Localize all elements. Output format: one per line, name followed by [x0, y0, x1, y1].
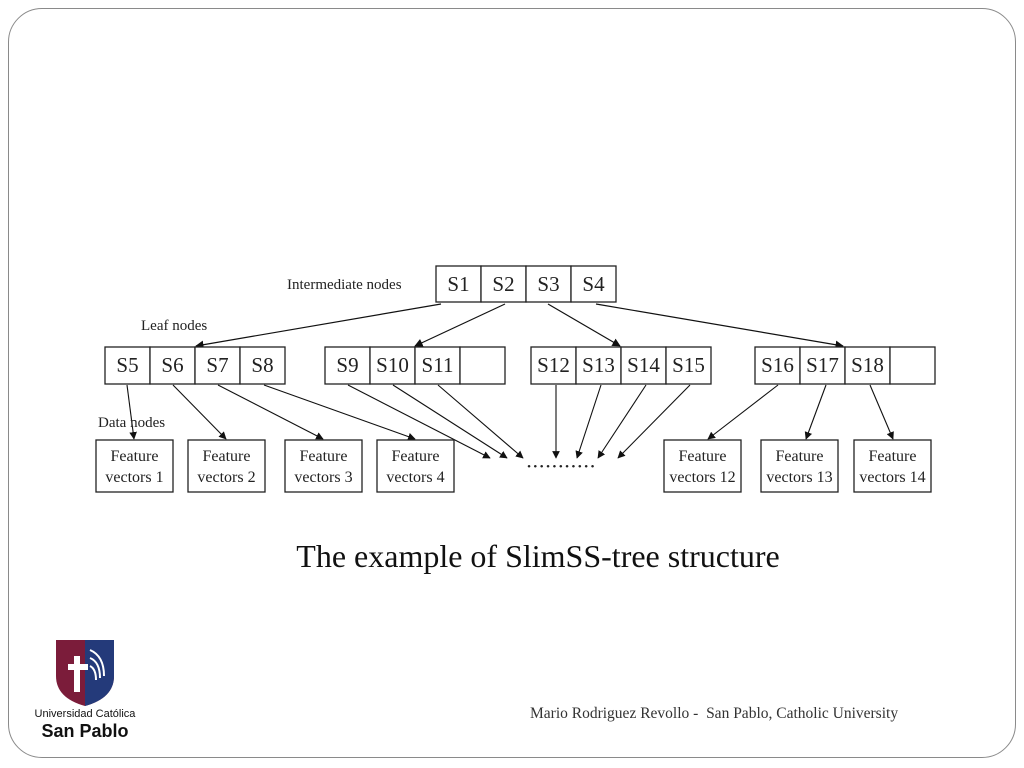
edge-intermediate-to-leaf — [414, 303, 506, 347]
leaf-cell — [754, 346, 801, 385]
data-node-box — [760, 439, 839, 493]
leaf-cell-label-s14: S14 — [627, 353, 660, 377]
data-node-label-vectors-2: vectors 2 — [197, 469, 255, 486]
data-node-label-vectors-12: vectors 12 — [669, 469, 735, 486]
data-node-label-vectors-3: vectors 3 — [294, 469, 352, 486]
data-node-label-feature: Feature — [776, 448, 824, 465]
data-node-label-vectors-1: vectors 1 — [105, 469, 163, 486]
edge-intermediate-to-leaf — [595, 303, 844, 349]
data-node-box — [853, 439, 932, 493]
data-node-label-feature: Feature — [869, 448, 917, 465]
data-node-label-vectors-13: vectors 13 — [766, 469, 832, 486]
edge-leaf-to-data — [597, 384, 647, 459]
intermediate-cell — [435, 265, 482, 303]
leaf-cell-label-s8: S8 — [251, 353, 273, 377]
data-node-box — [284, 439, 363, 493]
edge-leaf-to-data — [347, 384, 491, 459]
edge-leaf-to-data — [804, 384, 827, 440]
university-logo: Universidad Católica San Pablo — [30, 636, 140, 746]
intermediate-cell-label-s1: S1 — [447, 272, 469, 296]
leaf-cell — [104, 346, 151, 385]
leaf-cell-label-s17: S17 — [806, 353, 839, 377]
leaf-cell — [665, 346, 712, 385]
edge-leaf-to-data — [263, 384, 416, 441]
edge-leaf-to-data — [172, 384, 227, 440]
edge-leaf-to-data — [575, 384, 602, 459]
intermediate-cell — [525, 265, 572, 303]
leaf-cell — [799, 346, 846, 385]
intermediate-cell-label-s4: S4 — [582, 272, 605, 296]
edge-intermediate-to-leaf — [195, 303, 442, 349]
leaf-cell-label-s18: S18 — [851, 353, 884, 377]
leaf-cell — [530, 346, 577, 385]
leaf-cell-label-s10: S10 — [376, 353, 409, 377]
data-node-box — [663, 439, 742, 493]
data-node-label-vectors-14: vectors 14 — [859, 469, 925, 486]
data-node-label-feature: Feature — [111, 448, 159, 465]
leaf-cell-label-s6: S6 — [161, 353, 183, 377]
leaf-cell-label-s9: S9 — [336, 353, 358, 377]
edge-leaf-to-data — [217, 384, 324, 440]
leaf-cell — [459, 346, 506, 385]
leaf-cell — [414, 346, 461, 385]
intermediate-cell — [570, 265, 617, 303]
edge-intermediate-to-leaf — [547, 303, 621, 347]
edge-leaf-to-data — [437, 384, 524, 459]
slide-caption: The example of SlimSS-tree structure — [296, 538, 780, 574]
data-node-label-vectors-4: vectors 4 — [386, 469, 444, 486]
edge-leaf-to-data — [617, 384, 691, 459]
edges — [126, 303, 894, 459]
data-nodes-label: Data nodes — [98, 415, 165, 431]
leaf-cell — [239, 346, 286, 385]
leaf-cell-label-s11: S11 — [422, 353, 454, 377]
leaf-cell — [194, 346, 241, 385]
leaf-cell — [620, 346, 667, 385]
leaf-cell-label-s13: S13 — [582, 353, 615, 377]
data-node-label-feature: Feature — [392, 448, 440, 465]
data-node-box — [95, 439, 174, 493]
data-node-box — [376, 439, 455, 493]
logo-campus-name: San Pablo — [41, 721, 129, 741]
shield-icon — [56, 640, 114, 706]
edge-leaf-to-data — [707, 384, 779, 440]
leaf-cell — [889, 346, 936, 385]
leaf-cell-label-s16: S16 — [761, 353, 794, 377]
edge-leaf-to-data — [869, 384, 894, 440]
edge-leaf-to-data — [392, 384, 508, 459]
edge-leaf-to-data — [126, 384, 137, 440]
data-node-box — [187, 439, 266, 493]
leaf-cell-label-s15: S15 — [672, 353, 705, 377]
leaf-cell-label-s7: S7 — [206, 353, 228, 377]
intermediate-cell-label-s2: S2 — [492, 272, 514, 296]
leaf-nodes-label: Leaf nodes — [141, 318, 207, 334]
ellipsis-dots: ••••••••••• — [527, 461, 597, 473]
data-node-label-feature: Feature — [300, 448, 348, 465]
leaf-cell — [844, 346, 891, 385]
intermediate-cell-label-s3: S3 — [537, 272, 559, 296]
logo-university-name: Universidad Católica — [34, 708, 136, 720]
leaf-cell — [324, 346, 371, 385]
footer-credit: Mario Rodriguez Revollo - San Pablo, Cat… — [530, 705, 899, 722]
leaf-cell-label-s5: S5 — [116, 353, 138, 377]
data-node-label-feature: Feature — [203, 448, 251, 465]
leaf-cell-label-s12: S12 — [537, 353, 570, 377]
data-node-label-feature: Feature — [679, 448, 727, 465]
intermediate-nodes-label: Intermediate nodes — [287, 277, 402, 293]
